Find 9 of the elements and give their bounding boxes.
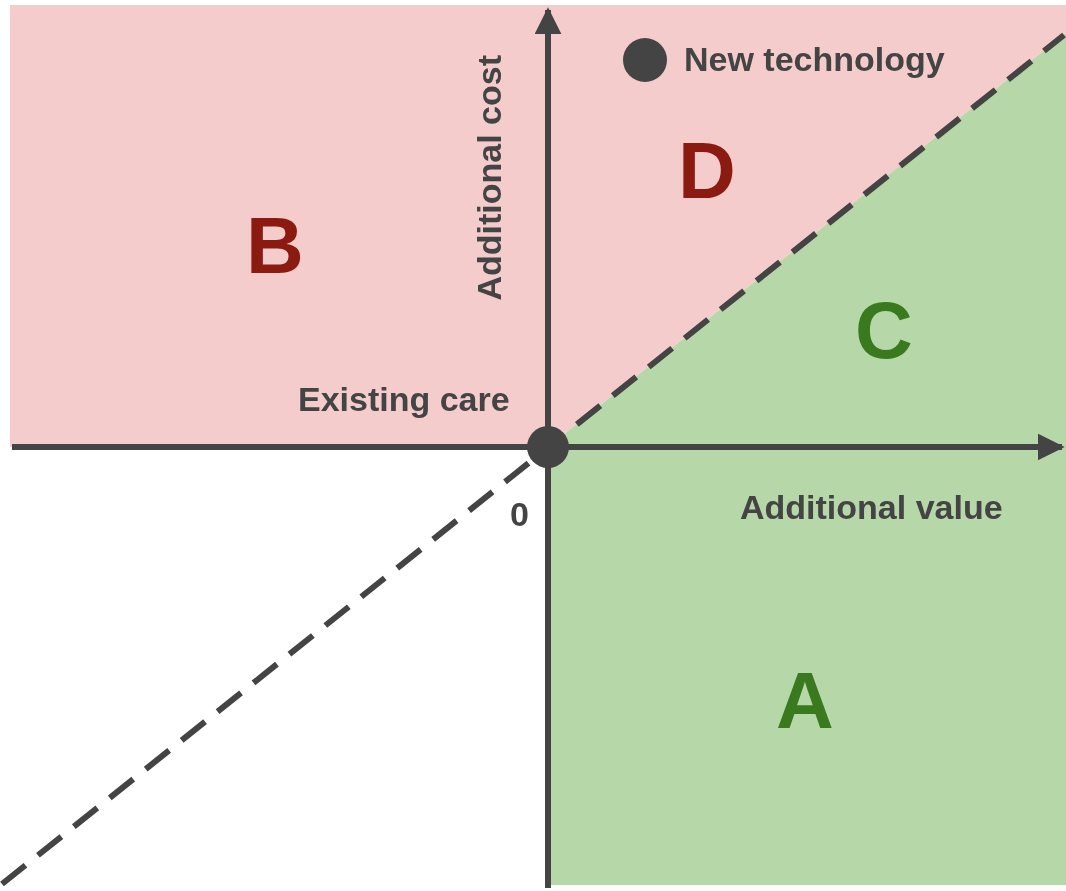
point-label: New technology [684, 40, 945, 79]
region-letter: B [246, 200, 304, 292]
axis-label: Additional cost [470, 55, 509, 301]
region-letter: C [855, 285, 913, 377]
origin-label: 0 [510, 495, 529, 534]
axis-label: Additional value [740, 488, 1003, 527]
region-letter: D [678, 125, 736, 217]
region-letter: A [776, 655, 834, 747]
point-label: Existing care [298, 380, 510, 419]
